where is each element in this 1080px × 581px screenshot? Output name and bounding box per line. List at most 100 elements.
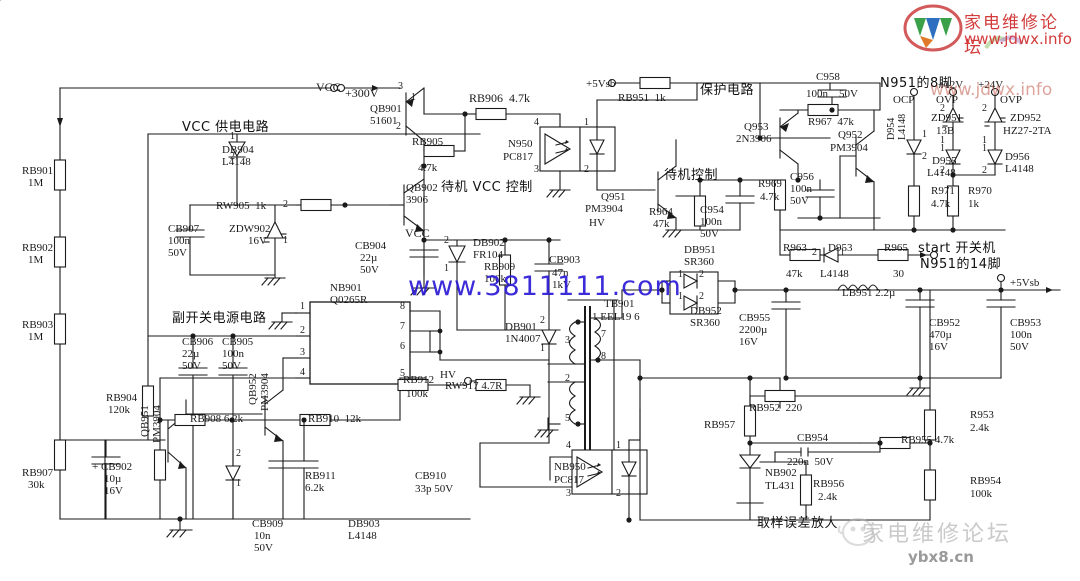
label-nb901v: Q0265R: [330, 294, 368, 306]
label-n950: N950: [508, 138, 533, 150]
label-cb909v2: 50V: [254, 542, 273, 554]
label-hvb: HV: [589, 217, 605, 229]
label-r971v: 4.7k: [931, 198, 951, 210]
label-r963v: 47k: [786, 268, 803, 280]
pin-number: 1: [584, 117, 589, 128]
pin-number: 2: [300, 325, 305, 336]
label-q951: Q951: [601, 191, 626, 203]
pin-number: 4: [534, 117, 539, 128]
label-stbyctrl: 待机控制: [664, 168, 719, 183]
label-cb910v: 33p 50V: [415, 483, 454, 495]
label-cb905: CB905: [222, 336, 254, 348]
label-vccsupply: VCC 供电电路: [182, 120, 270, 135]
label-c956v: 100n: [790, 183, 812, 195]
label-rb902: RB902: [22, 242, 54, 254]
label-cb906: CB906: [182, 336, 214, 348]
label-n951p8: N951的8脚: [880, 76, 953, 91]
label-rb951: RB951 1k: [618, 92, 666, 104]
label-cb907v: 100n: [168, 235, 190, 247]
label-c954v2: 50V: [700, 228, 719, 240]
pin-number: 1: [940, 143, 945, 154]
pin-number: 1: [283, 235, 288, 246]
wires: [0, 0, 1061, 538]
pin-number: 2: [396, 121, 401, 132]
label-db952v: SR360: [690, 317, 720, 329]
label-cb903v2: 1kV: [552, 279, 571, 291]
pin-number: 3: [398, 81, 403, 92]
label-zd952: ZD952: [1010, 112, 1042, 124]
label-q951v: PM3904: [585, 203, 623, 215]
label-c958v: 100n: [806, 88, 828, 100]
label-cb955: CB955: [739, 312, 771, 324]
forum-logo: 家电维修论坛 www.jdwx.info: [900, 2, 1076, 64]
label-q953: Q953: [744, 121, 769, 133]
label-r970: R970: [968, 185, 992, 197]
label-cb953: CB953: [1010, 317, 1042, 329]
label-db902: DB902: [473, 237, 505, 249]
label-cb906v: 22µ: [182, 348, 200, 360]
pin-number: 1: [444, 263, 449, 274]
label-rw905: RW905 1k: [216, 200, 267, 212]
label-stbyvcc: 待机 VCC 控制: [441, 180, 533, 195]
label-r970v: 1k: [968, 198, 979, 210]
label-cb905v: 100n: [222, 348, 244, 360]
label-r964v: 47k: [653, 218, 670, 230]
label-rb904v: 120k: [108, 404, 130, 416]
pin-number: 1: [678, 291, 683, 302]
pin-number: 1: [982, 143, 987, 154]
label-nb902: NB902: [765, 467, 797, 479]
label-r965: R965: [884, 242, 908, 254]
label-tb901: TB901: [604, 298, 635, 310]
pin-number: 2: [616, 488, 621, 499]
label-rb905v: 4.7k: [418, 162, 438, 174]
label-rb955: RB955 4.7k: [901, 434, 955, 446]
label-cb952v2: 16V: [929, 341, 948, 353]
pin-number: 7: [601, 329, 606, 340]
label-rb904: RB904: [106, 392, 138, 404]
pin-number: 3: [300, 347, 305, 358]
pin-number: 1: [230, 131, 235, 142]
watermark-center: www.3811111.com: [408, 271, 682, 302]
label-rb908: RB908 6.2k: [190, 413, 244, 425]
label-rb957: RB957: [704, 419, 736, 431]
label-cb953v2: 50V: [1010, 341, 1029, 353]
label-c958: C958: [816, 71, 840, 83]
label-c956: C956: [790, 171, 814, 183]
label-cb902v2: 16V: [104, 485, 123, 497]
label-db901v: 1N4007: [505, 333, 541, 345]
label-ocp: OCP: [893, 94, 915, 106]
label-cb954: CB954: [797, 432, 829, 444]
label-d954: D954: [886, 117, 897, 140]
pin-number: 8: [400, 301, 405, 312]
label-rb901v: 1M: [28, 177, 44, 189]
bottom-watermark-face-icon: [837, 518, 874, 546]
label-c956v2: 50V: [790, 195, 809, 207]
label-db904: DB904: [222, 144, 254, 156]
label-protect: 保护电路: [700, 83, 755, 98]
watermark-right: www.jdwx.info: [930, 80, 1053, 100]
pin-number: 2: [982, 103, 987, 114]
label-r971: R971: [931, 185, 955, 197]
label-nb902v: TL431: [765, 480, 795, 492]
label-db902v: FR104: [473, 249, 503, 261]
label-nb950: NB950: [554, 461, 586, 473]
pin-number: 1: [236, 478, 241, 489]
label-r969: R969: [758, 178, 782, 190]
label-rb903: RB903: [22, 319, 54, 331]
label-n950v: PC817: [503, 151, 533, 163]
label-db952: DB952: [690, 305, 722, 317]
label-rb906: RB906 4.7k: [469, 91, 531, 105]
logo-mark: [903, 4, 1024, 52]
label-rb956v: 2.4k: [818, 491, 838, 503]
label-db951: DB951: [684, 244, 716, 256]
label-d955v: L4148: [927, 167, 956, 179]
label-rb903v: 1M: [28, 331, 44, 343]
pin-number: 2: [922, 151, 927, 162]
pin-number: 2: [565, 373, 570, 384]
label-erramp: 取样误差放大: [757, 516, 839, 531]
label-rb907: RB907: [22, 467, 54, 479]
pin-number: 2: [584, 164, 589, 175]
label-zd951v: 13B: [936, 125, 955, 137]
label-cb905v2: 50V: [222, 360, 241, 372]
